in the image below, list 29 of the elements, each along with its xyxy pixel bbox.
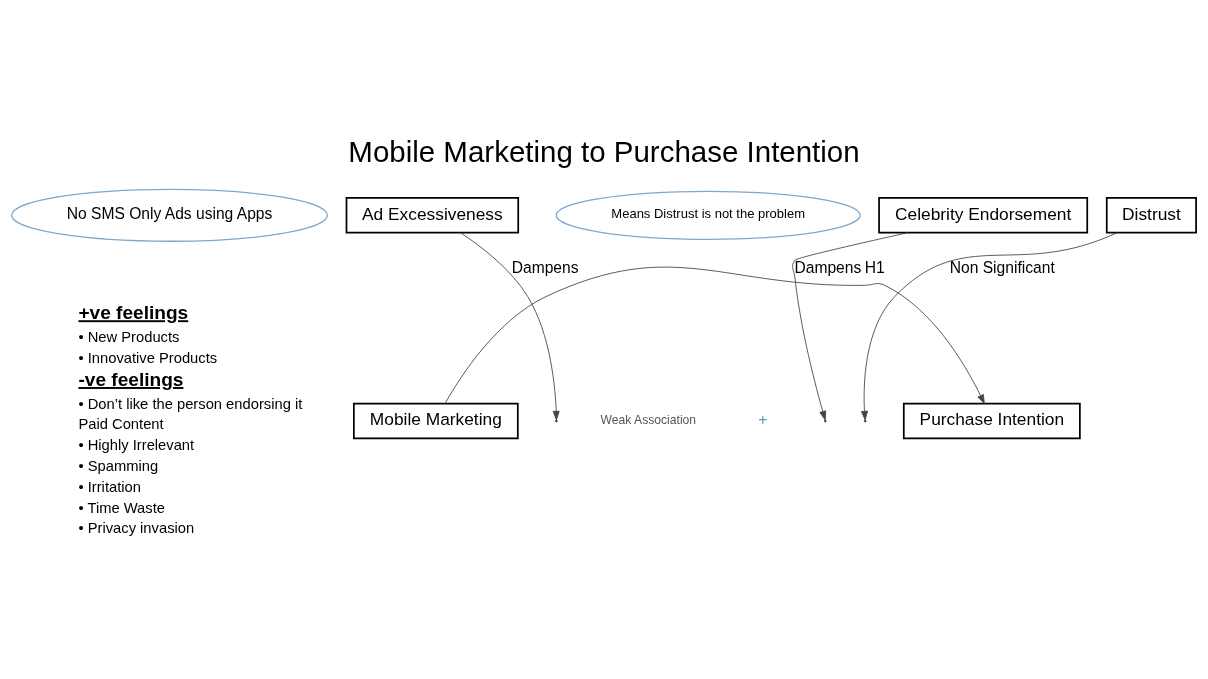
label: • Innovative Products [78,349,218,366]
label: • Time Waste [78,499,165,516]
arrow [460,231,560,420]
label: +ve feelings [78,301,189,323]
edge-label: Dampens [511,258,579,276]
diagram-title: Mobile Marketing to Purchase Intention [348,134,860,168]
node-box: Ad Excessiveness [345,196,520,234]
label: + [758,410,768,428]
label: • Privacy invasion [78,519,195,536]
label: • Irritation [78,478,141,495]
label: • New Products [78,328,180,345]
node-box: Mobile Marketing [353,402,519,439]
label: Paid Content [78,415,164,432]
label: Weak Association [600,412,697,427]
arrow [861,231,1118,420]
label: • Highly Irrelevant [78,436,195,453]
node-box: Celebrity Endorsement [878,196,1089,234]
label: • Spamming [78,457,159,474]
node-ellipse: No SMS Only Ads using Apps [11,188,328,242]
label: • Don’t like the person endorsing it [78,395,303,412]
node-box: Purchase Intention [902,402,1081,439]
edge-label: Non Significant [949,258,1055,276]
label: -ve feelings [78,368,184,390]
node-box: Distrust [1105,196,1197,234]
arrow [792,231,909,420]
arrow [444,266,985,404]
edge-label: H1 [864,258,885,276]
node-ellipse: Means Distrust is not the problem [555,190,861,240]
edge-label: Dampens [794,258,862,276]
